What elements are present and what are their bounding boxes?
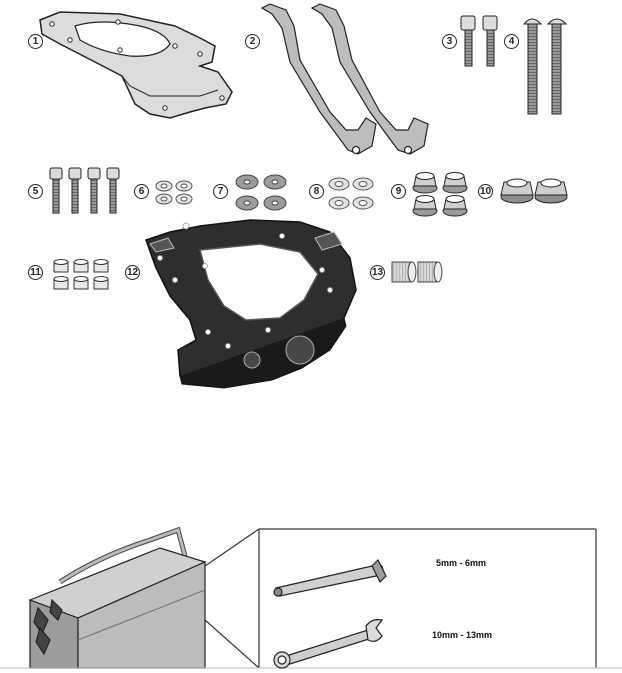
tool-panel	[0, 528, 622, 669]
part-number: 8	[313, 186, 320, 197]
part-number-badge: 5	[28, 184, 43, 199]
part-number-badge: 10	[478, 184, 493, 199]
part-number: 1	[32, 36, 39, 47]
wrench-icon	[273, 619, 384, 669]
part-number-badge: 3	[442, 34, 457, 49]
short-socket-screws-icon	[460, 15, 498, 67]
part-number-badge: 6	[134, 184, 149, 199]
large-flange-nuts-icon	[500, 178, 568, 204]
small-washers-icon	[155, 180, 193, 205]
wrench-size-label: 10mm - 13mm	[432, 630, 493, 640]
part-number-badge: 2	[245, 34, 260, 49]
bushings-icon	[53, 259, 109, 290]
long-button-screws-icon	[522, 18, 568, 115]
part-number-badge: 13	[370, 265, 385, 280]
spacers-icon	[391, 261, 443, 283]
hex-key-size-label: 5mm - 6mm	[436, 558, 487, 568]
part-number: 2	[249, 36, 256, 47]
part-number-badge: 8	[309, 184, 324, 199]
part-number: 4	[508, 36, 515, 47]
hex-key-icon	[273, 558, 387, 597]
flange-nuts-icon	[412, 172, 468, 217]
part-number-badge: 4	[504, 34, 519, 49]
part-number-badge: 12	[125, 265, 140, 280]
part-number: 10	[479, 186, 492, 197]
part-number-badge: 9	[391, 184, 406, 199]
part-number-badge: 7	[213, 184, 228, 199]
socket-screws-icon	[49, 167, 120, 214]
part-number: 12	[126, 267, 139, 278]
support-arms-icon	[260, 3, 429, 155]
top-case-rack-icon	[145, 219, 357, 389]
washers-icon	[328, 177, 374, 210]
part-number: 3	[446, 36, 453, 47]
part-number: 5	[32, 186, 39, 197]
part-number: 6	[138, 186, 145, 197]
part-number: 7	[217, 186, 224, 197]
part-number: 9	[395, 186, 402, 197]
part-number-badge: 11	[28, 265, 43, 280]
toolbox-icon	[28, 526, 207, 669]
part-number-badge: 1	[28, 34, 43, 49]
part-number: 13	[371, 267, 384, 278]
part-number: 11	[30, 267, 41, 278]
large-washers-icon	[235, 174, 287, 211]
mounting-plate-icon	[39, 11, 233, 119]
